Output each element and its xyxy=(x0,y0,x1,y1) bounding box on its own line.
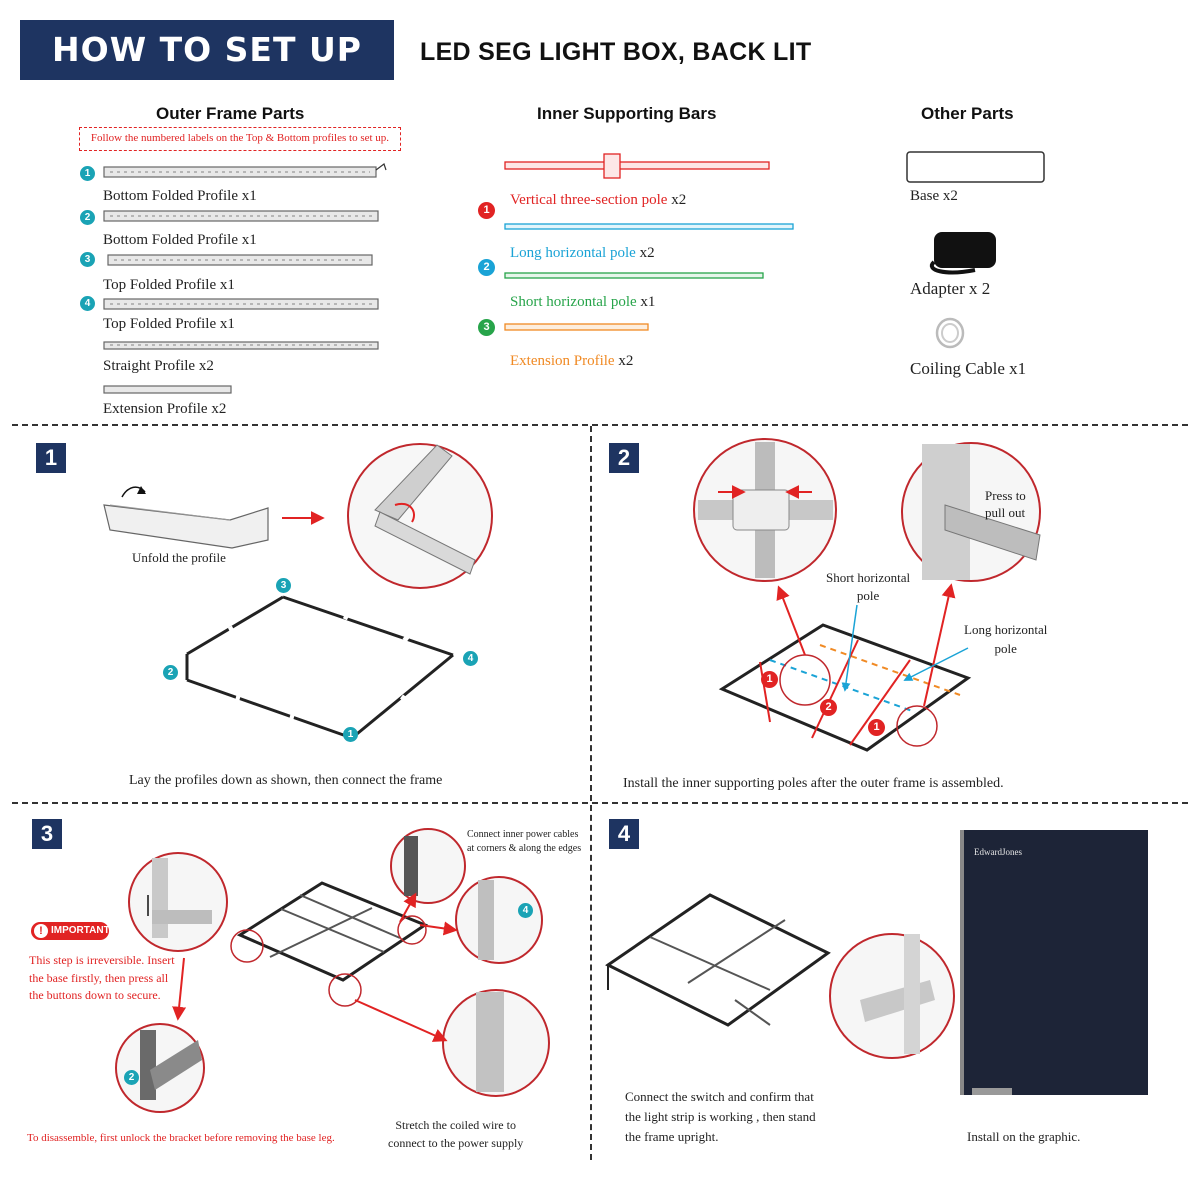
lightbox-graphic: EdwardJones xyxy=(974,842,1144,1082)
coiled-cable-icon xyxy=(935,317,965,349)
step1-badge-4: 4 xyxy=(463,651,478,666)
inner-bars-illustration xyxy=(504,153,794,331)
step1-badge-1: 1 xyxy=(343,727,358,742)
bar-label-short: Short horizontal pole x1 xyxy=(510,294,656,310)
step-number-3: 3 xyxy=(32,819,62,849)
other-label-base: Base x2 xyxy=(910,188,958,204)
part-badge-4: 4 xyxy=(80,296,95,311)
unfold-label: Unfold the profile xyxy=(132,550,226,565)
connect-switch-label: Connect the switch and confirm that the … xyxy=(625,1089,816,1144)
title-banner xyxy=(20,20,394,80)
step1-caption: Lay the profiles down as shown, then con… xyxy=(129,773,443,788)
bar-badge-3: 3 xyxy=(478,319,495,336)
step2-badge-2: 2 xyxy=(820,699,837,716)
bar-label-vertical: Vertical three-section pole x2 xyxy=(510,192,687,208)
adapter-icon xyxy=(934,232,996,268)
press-pull-label: Press to pull out xyxy=(985,488,1026,520)
bar-badge-2: 2 xyxy=(478,259,495,276)
step2-badge-1a: 1 xyxy=(761,671,778,688)
part-badge-2: 2 xyxy=(80,210,95,225)
part-label-top-folded-1: Top Folded Profile x1 xyxy=(103,277,235,293)
bar-label-extension: Extension Profile x2 xyxy=(510,353,634,369)
divider-middle xyxy=(12,802,1188,804)
step3-badge-4: 4 xyxy=(518,903,533,918)
step-number-2: 2 xyxy=(609,443,639,473)
step2-frame-art xyxy=(718,583,972,752)
part-label-top-folded-2: Top Folded Profile x1 xyxy=(103,316,235,332)
step3-art xyxy=(115,828,550,1113)
outer-profile-bars xyxy=(103,163,387,394)
part-label-bottom-folded-1: Bottom Folded Profile x1 xyxy=(103,188,257,204)
step1-badge-3: 3 xyxy=(276,578,291,593)
important-text: This step is irreversible. Insert the ba… xyxy=(29,953,175,1002)
other-parts-heading: Other Parts xyxy=(921,104,1014,123)
step2-corner-detail xyxy=(693,438,1041,582)
warning-icon: ! xyxy=(34,924,48,938)
inner-bars-heading: Inner Supporting Bars xyxy=(537,104,717,123)
page-title: HOW TO SET UP xyxy=(52,30,362,69)
step-number-4: 4 xyxy=(609,819,639,849)
part-label-bottom-folded-2: Bottom Folded Profile x1 xyxy=(103,232,257,248)
brand-wordmark: EdwardJones xyxy=(974,847,1022,857)
other-parts-illustration xyxy=(906,151,1045,349)
long-pole-label: Long horizontal pole xyxy=(964,622,1048,656)
step2-badge-1b: 1 xyxy=(868,719,885,736)
part-label-extension: Extension Profile x2 xyxy=(103,401,227,417)
bar-label-long: Long horizontal pole x2 xyxy=(510,245,655,261)
step1-badge-2: 2 xyxy=(163,665,178,680)
page-subtitle: LED SEG LIGHT BOX, BACK LIT xyxy=(420,38,812,66)
step3-badge-2: 2 xyxy=(124,1070,139,1085)
part-label-straight: Straight Profile x2 xyxy=(103,358,214,374)
connect-cables-label: Connect inner power cables at corners & … xyxy=(467,829,582,854)
part-badge-3: 3 xyxy=(80,252,95,267)
short-pole-label: Short horizontal pole xyxy=(826,570,911,603)
disassemble-label: To disassemble, first unlock the bracket… xyxy=(27,1132,335,1144)
base-plate-shape xyxy=(906,151,1045,183)
step1-frame-art xyxy=(185,595,454,740)
step4-art xyxy=(605,830,1148,1095)
important-badge: !IMPORTANT xyxy=(31,922,110,940)
divider-top xyxy=(12,424,1188,426)
numbered-labels-note: Follow the numbered labels on the Top & … xyxy=(79,127,401,151)
divider-vertical xyxy=(590,426,592,1160)
finished-lightbox xyxy=(964,830,1148,1095)
step1-unfold-art xyxy=(103,443,493,589)
step-number-1: 1 xyxy=(36,443,66,473)
bar-badge-1: 1 xyxy=(478,202,495,219)
step2-caption: Install the inner supporting poles after… xyxy=(623,776,1004,791)
install-graphic-label: Install on the graphic. xyxy=(967,1129,1081,1144)
part-badge-1: 1 xyxy=(80,166,95,181)
other-label-cable: Coiling Cable x1 xyxy=(910,359,1027,378)
outer-frame-heading: Outer Frame Parts xyxy=(156,104,305,123)
stretch-wire-label: Stretch the coiled wire to connect to th… xyxy=(388,1118,524,1150)
other-label-adapter: Adapter x 2 xyxy=(910,279,991,298)
